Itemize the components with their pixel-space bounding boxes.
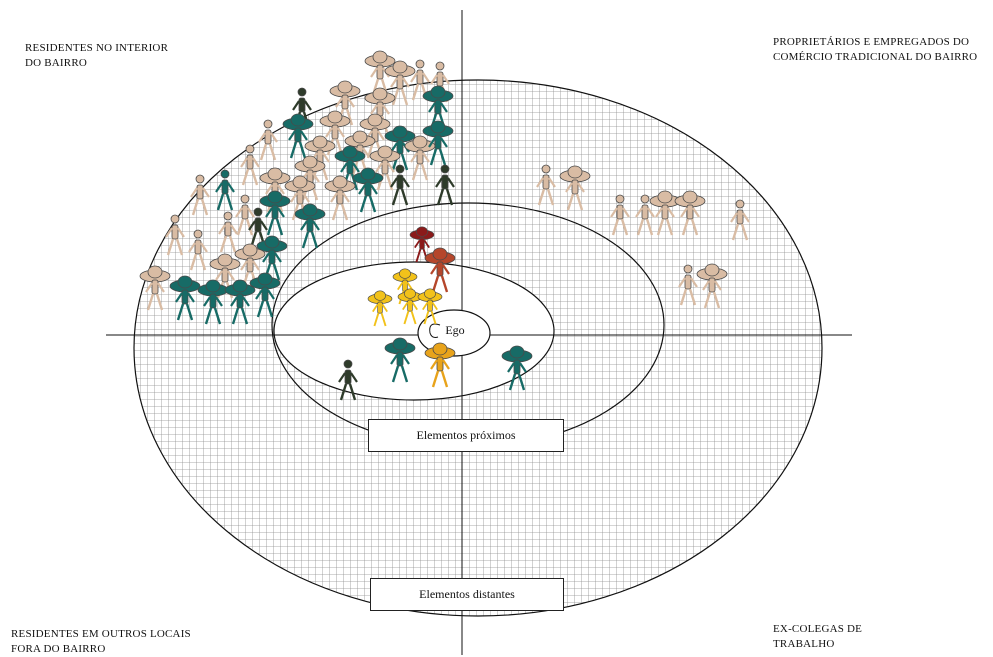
person-icon [610,194,630,236]
person-with-hat-icon [256,235,288,281]
person-with-hat-icon [404,135,436,181]
person-with-hat-icon [367,290,393,327]
person-icon [240,144,260,186]
person-icon [188,229,208,271]
label-line: RESIDENTES NO INTERIOR [25,42,169,54]
person-with-hat-icon [334,145,366,191]
quadrant-label-commerce: PROPRIETÁRIOS E EMPREGADOS DO COMÉRCIO T… [773,35,977,65]
distant-elements-label: Elementos distantes [370,578,564,611]
person-icon [215,169,235,211]
label-line: EX-COLEGAS DE [773,623,863,635]
quadrant-label-ex-colleagues: EX-COLEGAS DE TRABALHO [773,622,862,652]
near-elements-label: Elementos próximos [368,419,564,452]
ego-label: Ego [445,323,465,337]
person-with-hat-icon [329,80,361,126]
label-line: DO BAIRRO [25,57,87,69]
person-with-hat-icon [424,247,456,293]
person-with-hat-icon [369,145,401,191]
person-with-hat-icon [197,279,229,325]
person-with-hat-icon [139,265,171,311]
person-icon [190,174,210,216]
person-with-hat-icon [249,272,281,318]
person-icon [338,359,358,401]
person-with-hat-icon [224,279,256,325]
center-region [273,261,555,401]
person-with-hat-icon [649,190,681,236]
person-icon [258,119,278,161]
person-with-hat-icon [424,342,456,388]
label-line: FORA DO BAIRRO [11,643,106,655]
person-icon [678,264,698,306]
person-with-hat-icon [364,50,396,96]
person-with-hat-icon [384,337,416,383]
person-with-hat-icon [384,125,416,171]
person-with-hat-icon [352,167,384,213]
person-with-hat-icon [169,275,201,321]
person-with-hat-icon [422,85,454,131]
ego-curl [429,323,441,338]
person-icon [730,199,750,241]
person-icon [410,59,430,101]
person-with-hat-icon [409,226,435,263]
label-line: RESIDENTES EM OUTROS LOCAIS [11,628,191,640]
person-icon [390,164,410,206]
person-icon [248,207,268,249]
person-with-hat-icon [417,288,443,325]
person-figures [139,50,750,401]
person-icon [435,164,455,206]
person-with-hat-icon [422,120,454,166]
quadrant-label-residents-inside: RESIDENTES NO INTERIOR DO BAIRRO [25,41,168,71]
person-with-hat-icon [294,203,326,249]
person-icon [218,211,238,253]
person-with-hat-icon [501,345,533,391]
person-icon [235,194,255,236]
person-with-hat-icon [384,60,416,106]
label-line: TRABALHO [773,638,835,650]
person-with-hat-icon [209,253,241,299]
label-line: COMÉRCIO TRADICIONAL DO BAIRRO [773,51,978,63]
quadrant-label-residents-outside: RESIDENTES EM OUTROS LOCAIS FORA DO BAIR… [11,627,191,657]
person-icon [165,214,185,256]
person-with-hat-icon [259,190,291,236]
person-with-hat-icon [397,288,423,325]
person-with-hat-icon [696,263,728,309]
person-icon [536,164,556,206]
label-line: PROPRIETÁRIOS E EMPREGADOS DO [773,36,970,48]
person-with-hat-icon [234,243,266,289]
person-with-hat-icon [282,113,314,159]
person-with-hat-icon [324,175,356,221]
person-with-hat-icon [319,110,351,156]
person-with-hat-icon [559,165,591,211]
person-with-hat-icon [392,268,418,305]
person-with-hat-icon [674,190,706,236]
person-icon [635,194,655,236]
